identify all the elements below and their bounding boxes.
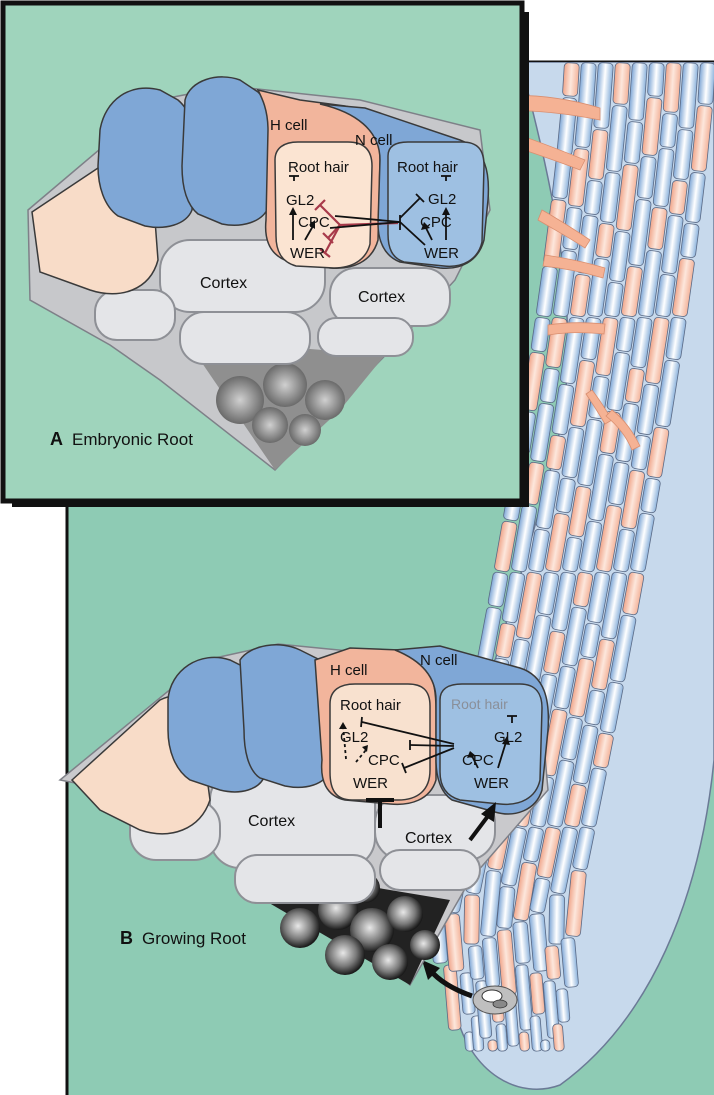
root-cell: [613, 63, 631, 105]
panel-a-h-cpc-label: CPC: [298, 214, 330, 231]
panel-a-n-root-hair-label: Root hair: [397, 159, 458, 176]
root-cell: [540, 1040, 550, 1052]
panel-a-h-cell-label: H cell: [270, 117, 308, 134]
root-cell: [545, 945, 561, 979]
root-cell: [663, 62, 681, 112]
panel-b-n-root-hair-label: Root hair: [451, 696, 508, 712]
panel-a-n-gl2-label: GL2: [428, 191, 456, 208]
root-cell: [488, 1040, 498, 1052]
panel-a-title: Embryonic Root: [72, 430, 193, 449]
root-cell: [556, 989, 570, 1023]
panel-a-blue-cell-1: [98, 88, 194, 227]
panel-b-h-cpc-label: CPC: [368, 752, 400, 769]
root-cell: [468, 945, 484, 979]
panel-b-n-cell-label: N cell: [420, 652, 458, 669]
panel-a-inner-cell-2: [318, 318, 413, 356]
root-cell: [519, 1032, 530, 1052]
root-cell: [660, 113, 678, 147]
root-cell: [549, 895, 565, 944]
panel-a-h-wer-label: WER: [290, 245, 325, 262]
panel-a-cortex-left-label: Cortex: [200, 275, 247, 292]
root-cell: [496, 1024, 508, 1052]
panel-b-cortex-right-label: Cortex: [405, 830, 452, 847]
panel-b-inner-cell-1: [235, 855, 375, 903]
panel-a-blue-cell-2: [182, 77, 271, 225]
panel-a-inner-cell-3: [95, 290, 175, 340]
panel-b-title: Growing Root: [142, 929, 246, 948]
panel-a-n-cell-label: N cell: [355, 132, 393, 149]
root-cell: [464, 895, 480, 944]
panel-a-letter: A: [50, 429, 63, 449]
root-cell: [552, 1024, 564, 1052]
panel-b-n-wer-label: WER: [474, 775, 509, 792]
panel-b-letter: B: [120, 928, 133, 948]
panel-a-n-wer-label: WER: [424, 245, 459, 262]
panel-a-h-root-hair-label: Root hair: [288, 159, 349, 176]
panel-b-cortex-left-label: Cortex: [248, 813, 295, 830]
root-cell: [562, 63, 579, 97]
panel-b-inner-cell-2: [380, 850, 480, 890]
panel-b-n-gl2-label: GL2: [494, 729, 522, 746]
panel-b-h-wer-label: WER: [353, 775, 388, 792]
panel-a-n-cpc-label: CPC: [420, 214, 452, 231]
panel-b-h-gl2-label: GL2: [340, 729, 368, 746]
panel-a-inner-cell-1: [180, 312, 310, 364]
quiescent-center: [473, 986, 517, 1014]
root-cell: [497, 886, 516, 928]
root-cell: [513, 921, 531, 963]
panel-b-h-root-hair-label: Root hair: [340, 697, 401, 714]
panel-a-h-gl2-label: GL2: [286, 192, 314, 209]
root-cell: [647, 63, 664, 97]
panel-b-n-cpc-label: CPC: [462, 752, 494, 769]
panel-a: H cell N cell Root hair Root hair GL2 CP…: [3, 3, 529, 507]
root-cell: [698, 63, 714, 105]
panel-a-cortex-right-label: Cortex: [358, 289, 405, 306]
panel-b-h-cell-label: H cell: [330, 662, 368, 679]
